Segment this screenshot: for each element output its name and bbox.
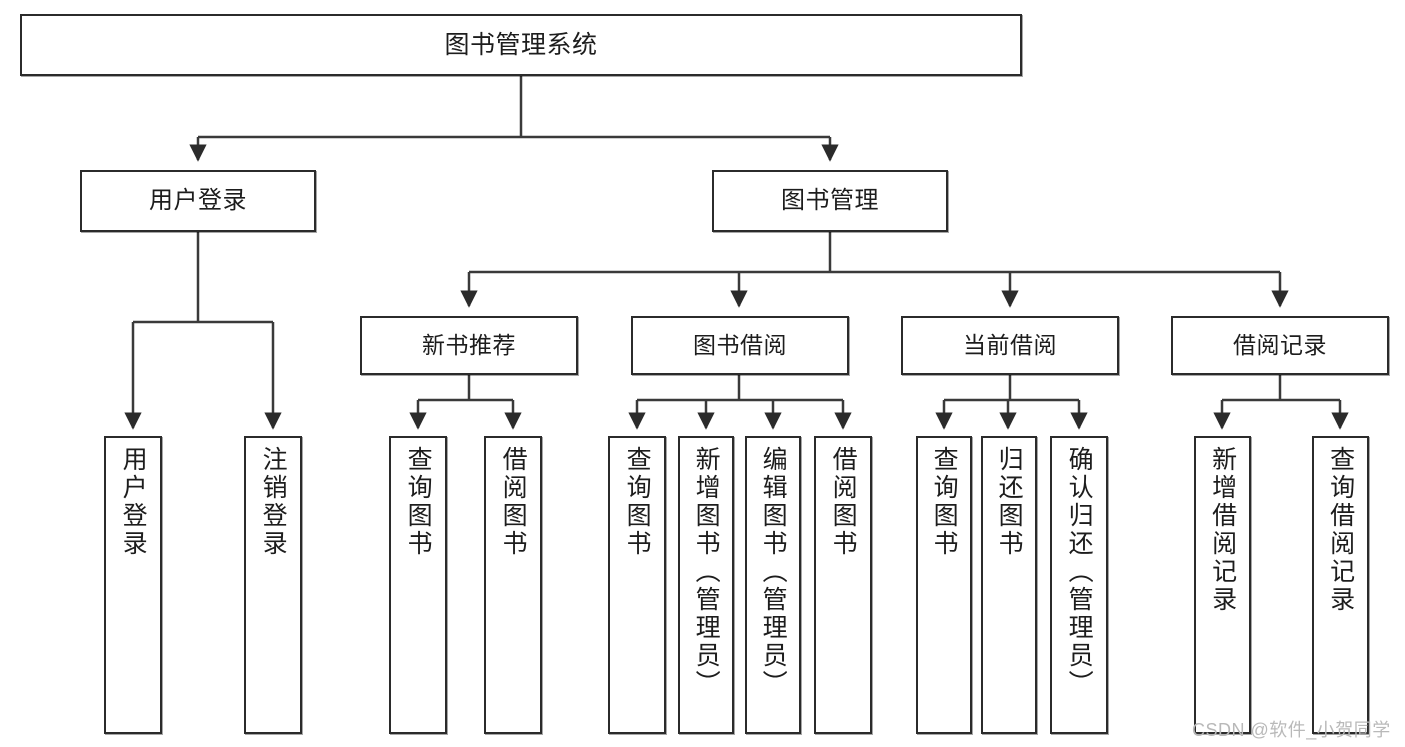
node-book-borrow[interactable]: 图书借阅 [631,316,849,375]
node-borrow-record[interactable]: 借阅记录 [1171,316,1389,375]
leaf-borrow-book-recommend[interactable]: 借阅图书 [484,436,542,734]
node-label: 用户登录 [119,446,148,558]
node-label: 借阅图书 [499,446,528,558]
leaf-query-book-borrow[interactable]: 查询图书 [608,436,666,734]
node-user-login[interactable]: 用户登录 [80,170,316,232]
node-book-management[interactable]: 图书管理 [712,170,948,232]
node-label: 注销登录 [259,446,288,558]
leaf-add-book-admin[interactable]: 新增图书（管理员） [678,436,734,734]
leaf-user-login[interactable]: 用户登录 [104,436,162,734]
node-label: 查询图书 [930,446,959,558]
leaf-user-logout[interactable]: 注销登录 [244,436,302,734]
node-new-book-recommend[interactable]: 新书推荐 [360,316,578,375]
leaf-add-borrow-record[interactable]: 新增借阅记录 [1194,436,1251,734]
leaf-edit-book-admin[interactable]: 编辑图书（管理员） [745,436,801,734]
leaf-return-book[interactable]: 归还图书 [981,436,1037,734]
leaf-confirm-return-admin[interactable]: 确认归还（管理员） [1050,436,1108,734]
node-root-system[interactable]: 图书管理系统 [20,14,1022,76]
node-label: 图书管理 [781,187,879,215]
node-label: 借阅图书 [829,446,858,558]
node-label: 借阅记录 [1233,332,1327,359]
node-label: 图书管理系统 [444,30,598,59]
node-label: 编辑图书（管理员） [759,446,788,698]
node-label: 查询借阅记录 [1326,446,1355,614]
node-label: 查询图书 [404,446,433,558]
leaf-query-borrow-record[interactable]: 查询借阅记录 [1312,436,1369,734]
node-label: 归还图书 [995,446,1024,558]
leaf-borrow-book[interactable]: 借阅图书 [814,436,872,734]
leaf-query-book-current[interactable]: 查询图书 [916,436,972,734]
node-label: 用户登录 [149,187,247,215]
node-label: 当前借阅 [963,332,1057,359]
leaf-query-book-recommend[interactable]: 查询图书 [389,436,447,734]
node-label: 查询图书 [623,446,652,558]
node-label: 新书推荐 [422,332,516,359]
node-label: 新增借阅记录 [1208,446,1237,614]
node-label: 确认归还（管理员） [1065,446,1094,698]
watermark-text: CSDN @软件_小贺同学 [1192,720,1391,740]
node-label: 图书借阅 [693,332,787,359]
node-current-borrow[interactable]: 当前借阅 [901,316,1119,375]
node-label: 新增图书（管理员） [692,446,721,698]
